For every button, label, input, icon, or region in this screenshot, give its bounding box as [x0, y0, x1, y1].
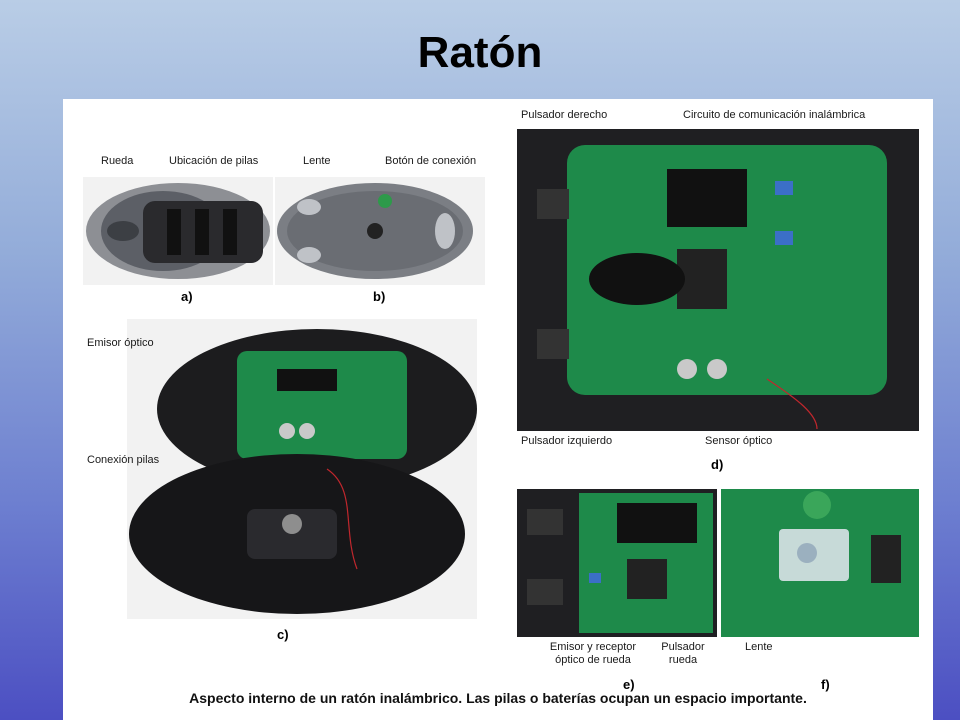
figure-caption: Aspecto interno de un ratón inalámbrico.…: [189, 690, 807, 706]
photo-a-mouse-top: [83, 177, 273, 285]
label-circuito-inalambrico: Circuito de comunicación inalámbrica: [683, 109, 866, 121]
slide-title: Ratón: [417, 28, 543, 77]
figure-panel: Rueda Ubicación de pilas a) Lente Botón …: [63, 99, 933, 720]
label-conexion-pilas: Conexión pilas: [87, 454, 160, 466]
label-pulsador-rueda-line1: Pulsador: [661, 641, 705, 653]
letter-b: b): [373, 289, 386, 304]
label-ubicacion-pilas: Ubicación de pilas: [169, 155, 259, 167]
label-emisor-optico: Emisor óptico: [87, 337, 154, 349]
label-lente-b: Lente: [303, 155, 331, 167]
label-pulsador-izquierdo: Pulsador izquierdo: [521, 435, 613, 447]
label-rueda: Rueda: [101, 155, 134, 167]
photo-f-lens: [721, 489, 919, 637]
label-boton-conexion: Botón de conexión: [385, 155, 477, 167]
label-emisor-receptor-line1: Emisor y receptor: [549, 641, 637, 653]
label-emisor-receptor-line2: óptico de rueda: [555, 654, 631, 666]
photo-d-pcb-detail: [517, 129, 919, 431]
letter-c: c): [277, 627, 289, 642]
letter-d: d): [711, 457, 724, 472]
label-emisor-receptor-rueda: Emisor y receptor óptico de rueda: [533, 641, 653, 667]
label-lente-f: Lente: [745, 641, 773, 653]
label-sensor-optico: Sensor óptico: [705, 435, 773, 447]
photo-c-opened-mouse: [127, 319, 477, 619]
letter-e: e): [623, 677, 635, 692]
letter-a: a): [181, 289, 193, 304]
label-pulsador-derecho: Pulsador derecho: [521, 109, 608, 121]
photo-b-mouse-bottom: [275, 177, 485, 285]
photo-e-wheel-sensor: [517, 489, 717, 637]
label-pulsador-rueda: Pulsador rueda: [643, 641, 723, 667]
label-pulsador-rueda-line2: rueda: [668, 654, 698, 666]
letter-f: f): [821, 677, 830, 692]
